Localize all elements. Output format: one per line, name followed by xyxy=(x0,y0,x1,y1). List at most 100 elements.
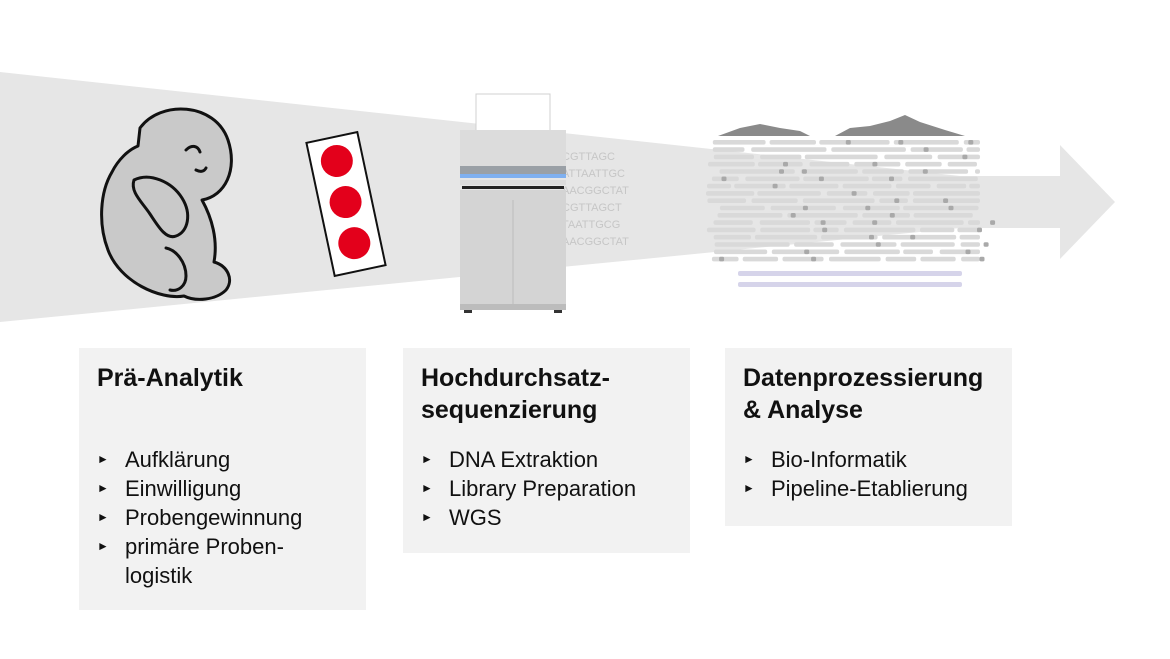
read-variant xyxy=(811,256,817,262)
read-variant xyxy=(889,213,895,218)
read-bar xyxy=(843,227,916,233)
read-variant xyxy=(977,227,982,233)
sequence-fragment: CGTTAGC xyxy=(562,151,615,163)
list-item: ► Einwilligung xyxy=(97,474,302,503)
read-bar xyxy=(862,213,910,218)
read-bar xyxy=(920,256,956,262)
read-bar xyxy=(760,154,802,160)
stage-title: Hochdurchsatz- sequenzierung xyxy=(421,364,610,424)
list-item: ►Probengewinnung xyxy=(97,503,302,532)
read-variant xyxy=(894,198,900,203)
fetus-icon xyxy=(100,107,233,301)
read-bar xyxy=(873,191,910,196)
read-bar xyxy=(831,147,906,152)
read-bar xyxy=(706,227,756,233)
read-bar xyxy=(714,249,768,255)
list-item: ►primäre Proben- logistik xyxy=(97,532,302,590)
read-bar xyxy=(758,161,803,167)
read-variant xyxy=(783,161,788,167)
stage-item-list: ►DNA Extraktion ► Library Preparation ►WG… xyxy=(421,445,636,532)
read-bar xyxy=(719,169,795,174)
read-variant xyxy=(889,176,894,182)
read-bar xyxy=(903,205,979,211)
list-item: ►Bio-Informatik xyxy=(743,445,968,474)
read-variant xyxy=(910,234,916,240)
triangle-bullet-icon: ► xyxy=(421,452,433,466)
read-variant xyxy=(875,242,881,247)
read-variant xyxy=(990,220,996,225)
stage-item-list: ►Aufklärung ►Einwilligung ►Probengewinnu… xyxy=(97,445,302,590)
stage-panel-data-analysis: Datenprozessierung & Analyse ►Bio-Inform… xyxy=(725,348,1012,526)
list-item: ►DNA Extraktion xyxy=(421,445,636,474)
read-bar xyxy=(809,161,850,167)
read-bar xyxy=(959,234,980,240)
read-variant xyxy=(820,220,826,225)
read-variant xyxy=(962,154,968,160)
read-bar xyxy=(936,183,967,189)
read-bar xyxy=(712,147,745,152)
read-bar xyxy=(789,183,839,189)
read-bar xyxy=(882,234,957,240)
read-bar xyxy=(844,249,900,255)
triangle-bullet-icon: ► xyxy=(421,510,433,524)
read-variant xyxy=(721,176,727,182)
list-item-label: Einwilligung xyxy=(125,476,242,501)
read-bar xyxy=(757,191,821,196)
read-variant xyxy=(922,169,928,174)
sequence-fragment: AACGGCTAT xyxy=(562,185,629,197)
read-variant xyxy=(869,234,874,240)
triangle-bullet-icon: ► xyxy=(97,539,109,553)
triangle-bullet-icon: ► xyxy=(97,481,109,495)
read-bar xyxy=(862,169,904,174)
read-variant xyxy=(804,249,810,255)
reference-bar xyxy=(738,282,962,287)
read-bar xyxy=(893,140,959,145)
list-item-label: Probengewinnung xyxy=(125,505,303,530)
stage-title: Datenprozessierung & Analyse xyxy=(743,364,984,424)
read-bar xyxy=(879,198,908,203)
read-bar xyxy=(759,220,810,225)
read-variant xyxy=(943,198,949,203)
read-bar xyxy=(787,213,858,218)
read-bar xyxy=(713,234,751,240)
read-variant xyxy=(865,205,871,211)
read-variant xyxy=(772,183,778,189)
blood-spot-2 xyxy=(329,186,362,219)
list-item: ►WGS xyxy=(421,503,636,532)
sequence-fragment: ATTAATTGC xyxy=(562,168,625,180)
read-variant xyxy=(845,140,851,145)
list-item-label: Pipeline-Etablierung xyxy=(771,476,968,501)
read-bar xyxy=(804,154,878,160)
read-bar xyxy=(751,198,798,203)
stage-panel-sequencing: Hochdurchsatz- sequenzierung ►DNA Extrak… xyxy=(403,348,690,553)
read-bar xyxy=(714,242,790,247)
read-bar xyxy=(800,169,858,174)
read-variant xyxy=(968,140,974,145)
list-item: ►Aufklärung xyxy=(97,445,302,474)
read-bar xyxy=(734,183,786,189)
aligned-reads xyxy=(706,140,996,262)
read-variant xyxy=(965,249,971,255)
read-bar xyxy=(707,183,732,189)
list-item-label: Library Preparation xyxy=(449,476,637,501)
read-variant xyxy=(898,140,904,145)
read-variant xyxy=(923,147,929,152)
read-bar xyxy=(905,161,942,167)
read-bar xyxy=(707,198,747,203)
read-variant xyxy=(719,256,725,262)
read-bar xyxy=(908,169,969,174)
read-bar xyxy=(814,220,847,225)
sequence-fragment: CGTTAGCT xyxy=(562,202,622,214)
triangle-bullet-icon: ► xyxy=(743,481,755,495)
read-bar xyxy=(803,176,869,182)
read-bar xyxy=(713,220,753,225)
read-variant xyxy=(822,227,828,233)
read-bar xyxy=(884,154,933,160)
read-bar xyxy=(885,256,917,262)
read-variant xyxy=(790,213,796,218)
read-bar xyxy=(754,234,818,240)
read-bar xyxy=(821,234,878,240)
read-bar xyxy=(871,176,903,182)
stage-title: Prä-Analytik xyxy=(97,364,243,392)
read-bar xyxy=(900,242,955,247)
